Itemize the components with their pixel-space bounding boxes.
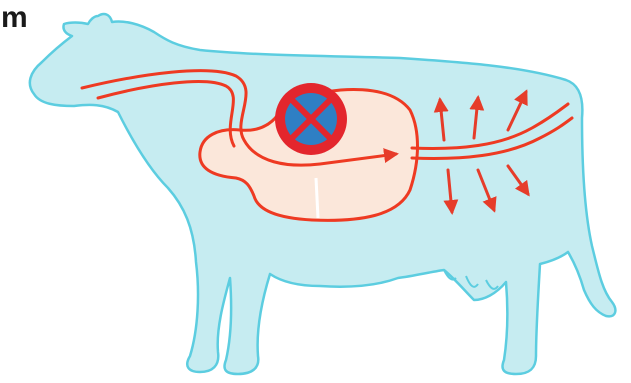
no-stopping-sign-icon — [275, 83, 347, 155]
stomach-inner-line — [316, 178, 318, 218]
